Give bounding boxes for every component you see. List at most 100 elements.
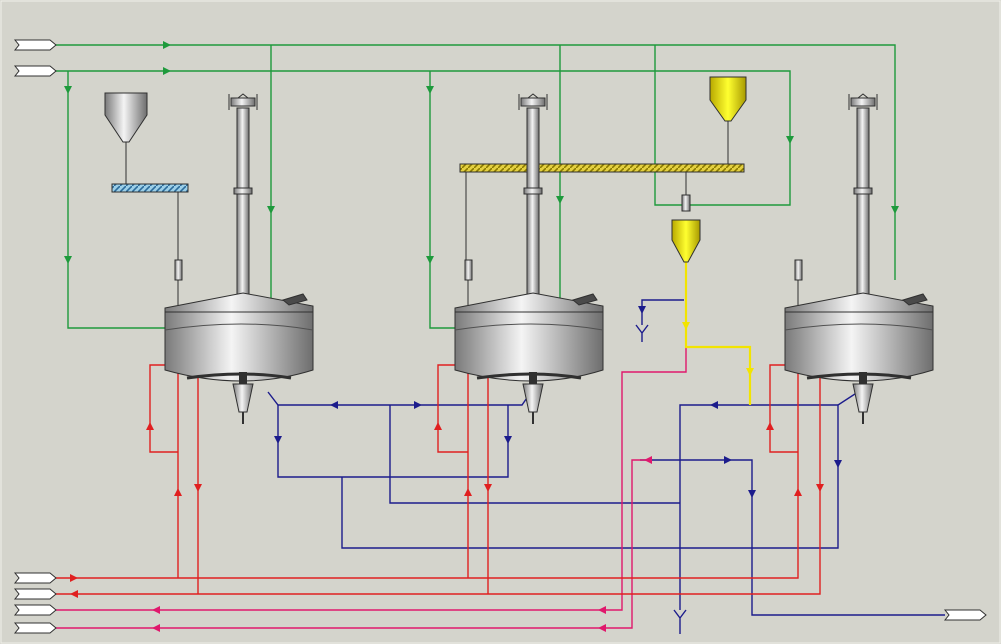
vessel-body <box>454 311 604 382</box>
gearbox <box>520 97 546 107</box>
blue-arrow <box>724 456 732 464</box>
blue-arrow <box>274 436 282 444</box>
outlet-connector-right[interactable] <box>943 609 987 621</box>
red-flow-arrows <box>70 422 824 598</box>
yellow-arrow <box>746 368 754 376</box>
red-arrow <box>70 590 78 598</box>
mash-tun-2[interactable] <box>454 93 604 424</box>
blue-screw-conveyor[interactable] <box>111 183 189 260</box>
yellow-arrow <box>682 322 690 330</box>
feed-valve <box>464 259 473 281</box>
inlet-connector[interactable] <box>13 572 57 584</box>
red-arrow <box>174 488 182 496</box>
grey-hopper[interactable] <box>104 92 148 184</box>
blue-outlet-line <box>640 459 945 616</box>
yellow-screw-conveyor[interactable] <box>459 163 745 260</box>
discharge-cone <box>522 383 544 413</box>
green-vessel1-feed <box>67 71 165 329</box>
blue-cross-1 <box>389 405 680 504</box>
shaft-coupling <box>233 187 253 195</box>
outlet-connector[interactable] <box>13 588 57 600</box>
red-arrow <box>464 488 472 496</box>
green-main-line-2 <box>55 45 791 206</box>
vessel-lid <box>784 292 934 313</box>
discharge-cone <box>232 383 254 413</box>
blue-arrow <box>330 401 338 409</box>
red-main-return <box>55 365 821 595</box>
red-arrow <box>816 484 824 492</box>
inlet-connector[interactable] <box>13 65 57 77</box>
red-v3-loop <box>769 364 798 453</box>
blue-arrow <box>414 401 422 409</box>
outlet-connector[interactable] <box>13 622 57 634</box>
motor-icon <box>228 93 258 110</box>
green-arrow <box>891 206 899 214</box>
motor-icon <box>848 93 878 110</box>
magenta-arrow <box>152 624 160 632</box>
magenta-arrow <box>598 606 606 614</box>
agitator-shaft <box>526 107 540 299</box>
discharge-cone <box>852 383 874 413</box>
magenta-pipes <box>55 347 687 629</box>
mash-tun-1[interactable] <box>164 93 314 424</box>
red-v2-loop <box>437 364 468 453</box>
green-arrow <box>64 256 72 264</box>
red-arrow <box>484 484 492 492</box>
vessel-body <box>164 311 314 382</box>
agitator-shaft <box>236 107 250 299</box>
magenta-line-1 <box>55 347 687 611</box>
outlet-connector[interactable] <box>13 604 57 616</box>
red-arrow <box>434 422 442 430</box>
yellow-hopper-small[interactable] <box>671 219 701 263</box>
agitator-shaft <box>856 107 870 299</box>
shaft-coupling <box>523 187 543 195</box>
red-arrow <box>794 488 802 496</box>
green-main-line-1 <box>55 44 896 280</box>
red-arrow <box>146 422 154 430</box>
yellow-hopper-top[interactable] <box>709 76 747 164</box>
blue-loop-2 <box>341 391 859 549</box>
blue-arrow <box>710 401 718 409</box>
gearbox <box>230 97 256 107</box>
green-arrow <box>556 196 564 204</box>
body-band <box>454 323 604 331</box>
manhole-icon <box>281 293 308 306</box>
blue-flow-arrows <box>274 306 842 498</box>
gearbox <box>850 97 876 107</box>
rake-hub <box>529 372 537 384</box>
inlet-connector[interactable] <box>13 39 57 51</box>
green-arrow <box>267 206 275 214</box>
magenta-flow-arrows <box>152 456 652 632</box>
manhole-icon <box>571 293 598 306</box>
body-band <box>784 323 934 331</box>
vessel-lid <box>454 292 604 313</box>
red-arrow <box>766 422 774 430</box>
vessel-lid <box>164 292 314 313</box>
blue-riser <box>679 404 838 610</box>
blue-drain-top <box>641 299 684 325</box>
drain-icon <box>635 324 649 342</box>
red-v1-loop <box>149 364 178 453</box>
green-flow-arrows <box>64 41 899 264</box>
green-arrow <box>426 86 434 94</box>
green-arrow <box>786 136 794 144</box>
rake-hub <box>239 372 247 384</box>
magenta-arrow <box>152 606 160 614</box>
magenta-arrow <box>598 624 606 632</box>
feed-valve <box>174 259 183 281</box>
green-vessel2-feed <box>429 71 455 329</box>
rake-hub <box>859 372 867 384</box>
vessel-body <box>784 311 934 382</box>
drain-symbols <box>635 324 687 634</box>
blue-arrow <box>504 436 512 444</box>
drain-icon <box>673 609 687 634</box>
motor-icon <box>518 93 548 110</box>
mash-tun-3[interactable] <box>784 93 934 424</box>
body-band <box>164 323 314 331</box>
magenta-arrow <box>644 456 652 464</box>
blue-arrow <box>834 460 842 468</box>
manhole-icon <box>901 293 928 306</box>
yellow-screw-feeder[interactable] <box>681 172 691 212</box>
